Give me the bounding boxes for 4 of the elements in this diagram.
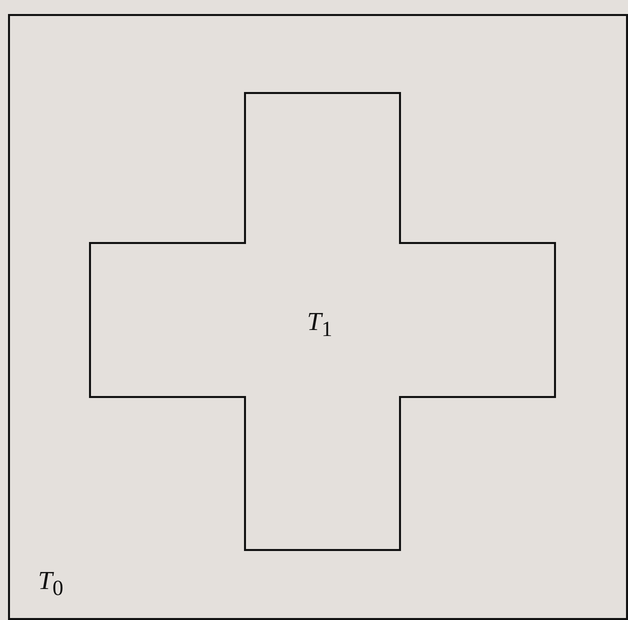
cross-shape bbox=[90, 93, 555, 550]
region-label: T$_{0}$ bbox=[38, 568, 64, 600]
region-box bbox=[8, 14, 628, 620]
region-label: T$_{1}$ bbox=[307, 309, 332, 341]
